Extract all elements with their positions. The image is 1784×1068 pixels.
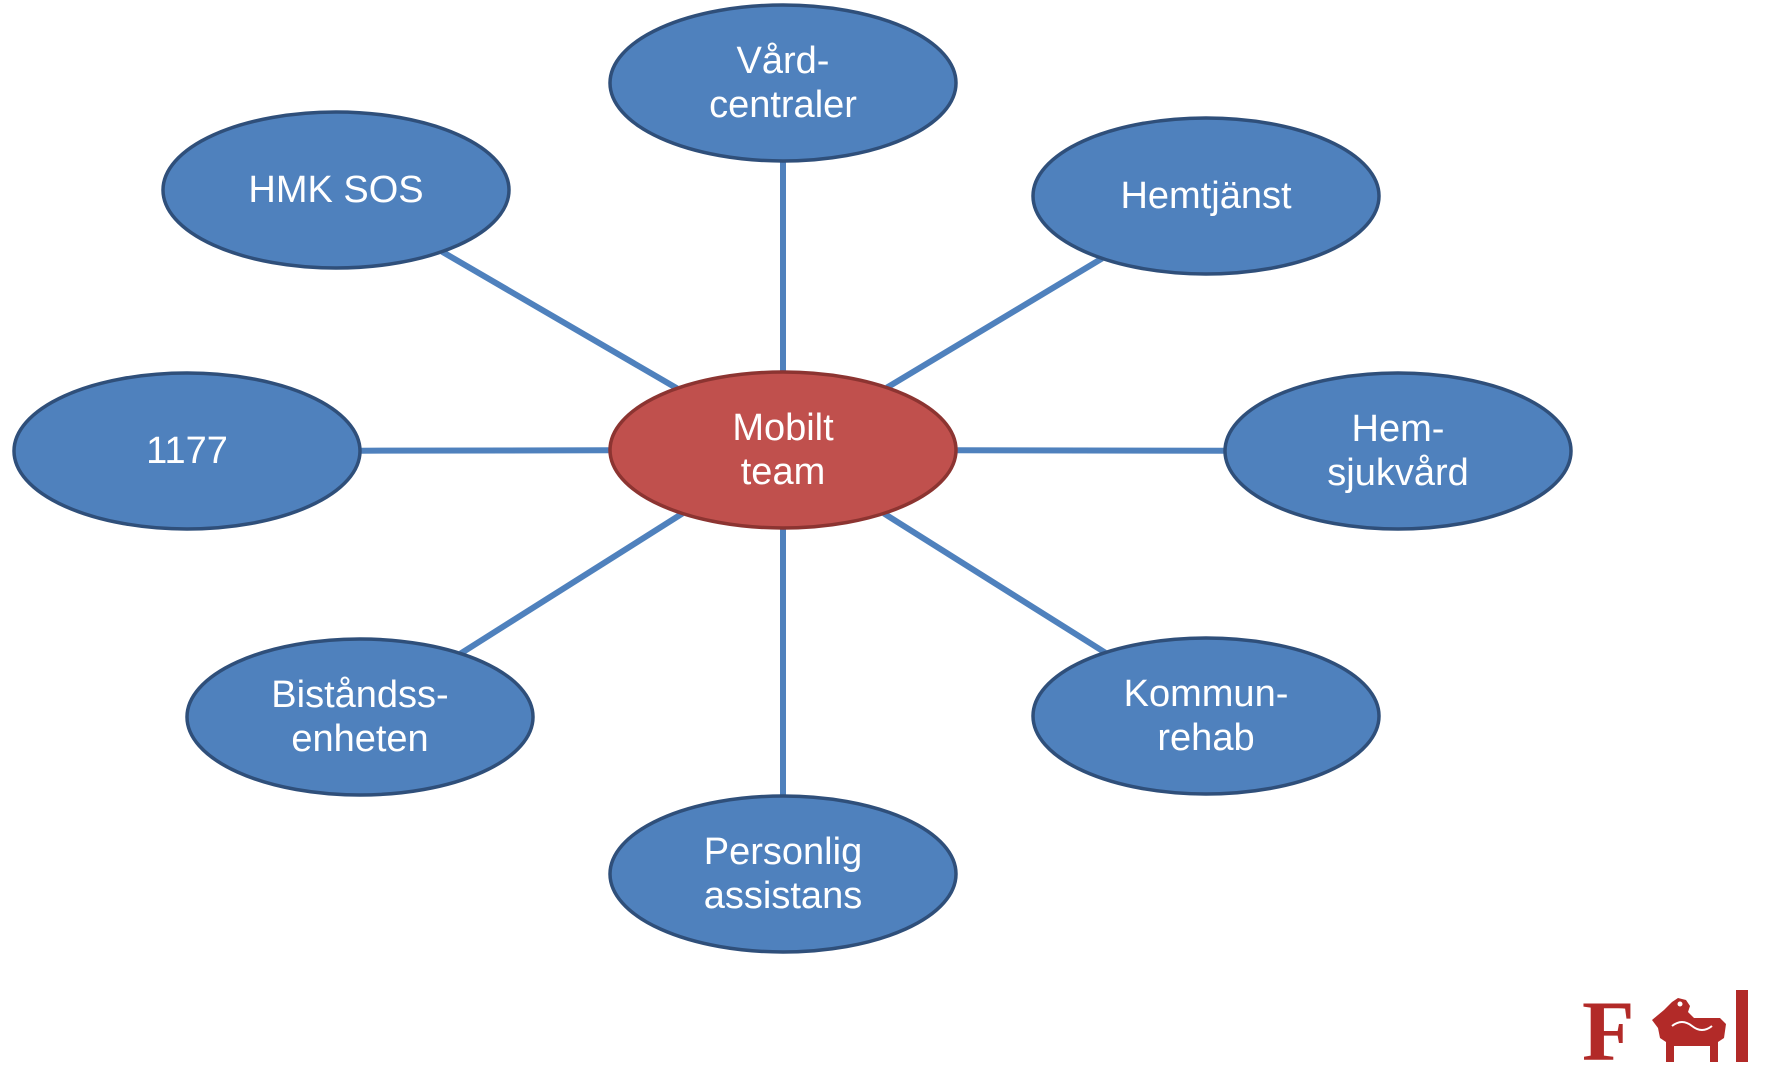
logo: F xyxy=(1582,983,1748,1068)
node-personlig-assistans-label: assistans xyxy=(704,875,862,917)
node-kommunrehab-shape xyxy=(1031,636,1381,796)
node-kommunrehab: Kommun-rehab xyxy=(1031,636,1381,796)
node-hemtjanst-label: Hemtjänst xyxy=(1120,175,1291,217)
nodes: Vård-centralerHemtjänstHem-sjukvårdKommu… xyxy=(12,3,1573,954)
connectors xyxy=(359,161,1226,796)
dala-horse-icon xyxy=(1652,998,1726,1062)
node-hemsjukvard-label: sjukvård xyxy=(1327,452,1469,494)
node-hmk-sos-label: HMK SOS xyxy=(248,169,423,211)
node-1177-shape xyxy=(12,371,362,531)
logo-letter-partial xyxy=(1736,990,1748,1062)
node-vardcentraler-shape xyxy=(608,3,958,163)
node-kommunrehab-label: Kommun- xyxy=(1124,673,1289,715)
connector-kommunrehab xyxy=(882,510,1107,656)
node-vardcentraler: Vård-centraler xyxy=(608,3,958,163)
center-node-shape xyxy=(608,370,958,530)
node-personlig-assistans-shape xyxy=(608,794,958,954)
node-bistandsenheten-shape xyxy=(185,637,535,797)
node-vardcentraler-label: Vård- xyxy=(737,40,830,82)
node-hemsjukvard: Hem-sjukvård xyxy=(1223,371,1573,531)
node-kommunrehab-label: rehab xyxy=(1157,717,1254,759)
center-node-label: team xyxy=(741,451,825,493)
node-bistandsenheten: Biståndss-enheten xyxy=(185,637,535,797)
connector-hemtjanst xyxy=(885,255,1104,391)
node-bistandsenheten-label: Biståndss- xyxy=(271,674,448,716)
node-hemtjanst: Hemtjänst xyxy=(1031,116,1381,276)
node-personlig-assistans-label: Personlig xyxy=(704,831,862,873)
node-vardcentraler-label: centraler xyxy=(709,84,857,126)
node-hemsjukvard-label: Hem- xyxy=(1352,408,1445,450)
connector-bistandsenheten xyxy=(458,510,685,657)
node-bistandsenheten-label: enheten xyxy=(291,718,428,760)
connector-hmk-sos xyxy=(440,249,679,391)
logo-letter: F xyxy=(1582,983,1635,1068)
node-hemsjukvard-shape xyxy=(1223,371,1573,531)
node-1177-label: 1177 xyxy=(146,430,228,472)
center-node-label: Mobilt xyxy=(732,407,834,449)
node-hmk-sos: HMK SOS xyxy=(161,110,511,270)
node-1177: 1177 xyxy=(12,371,362,531)
node-hemtjanst-shape xyxy=(1031,116,1381,276)
node-hmk-sos-shape xyxy=(161,110,511,270)
